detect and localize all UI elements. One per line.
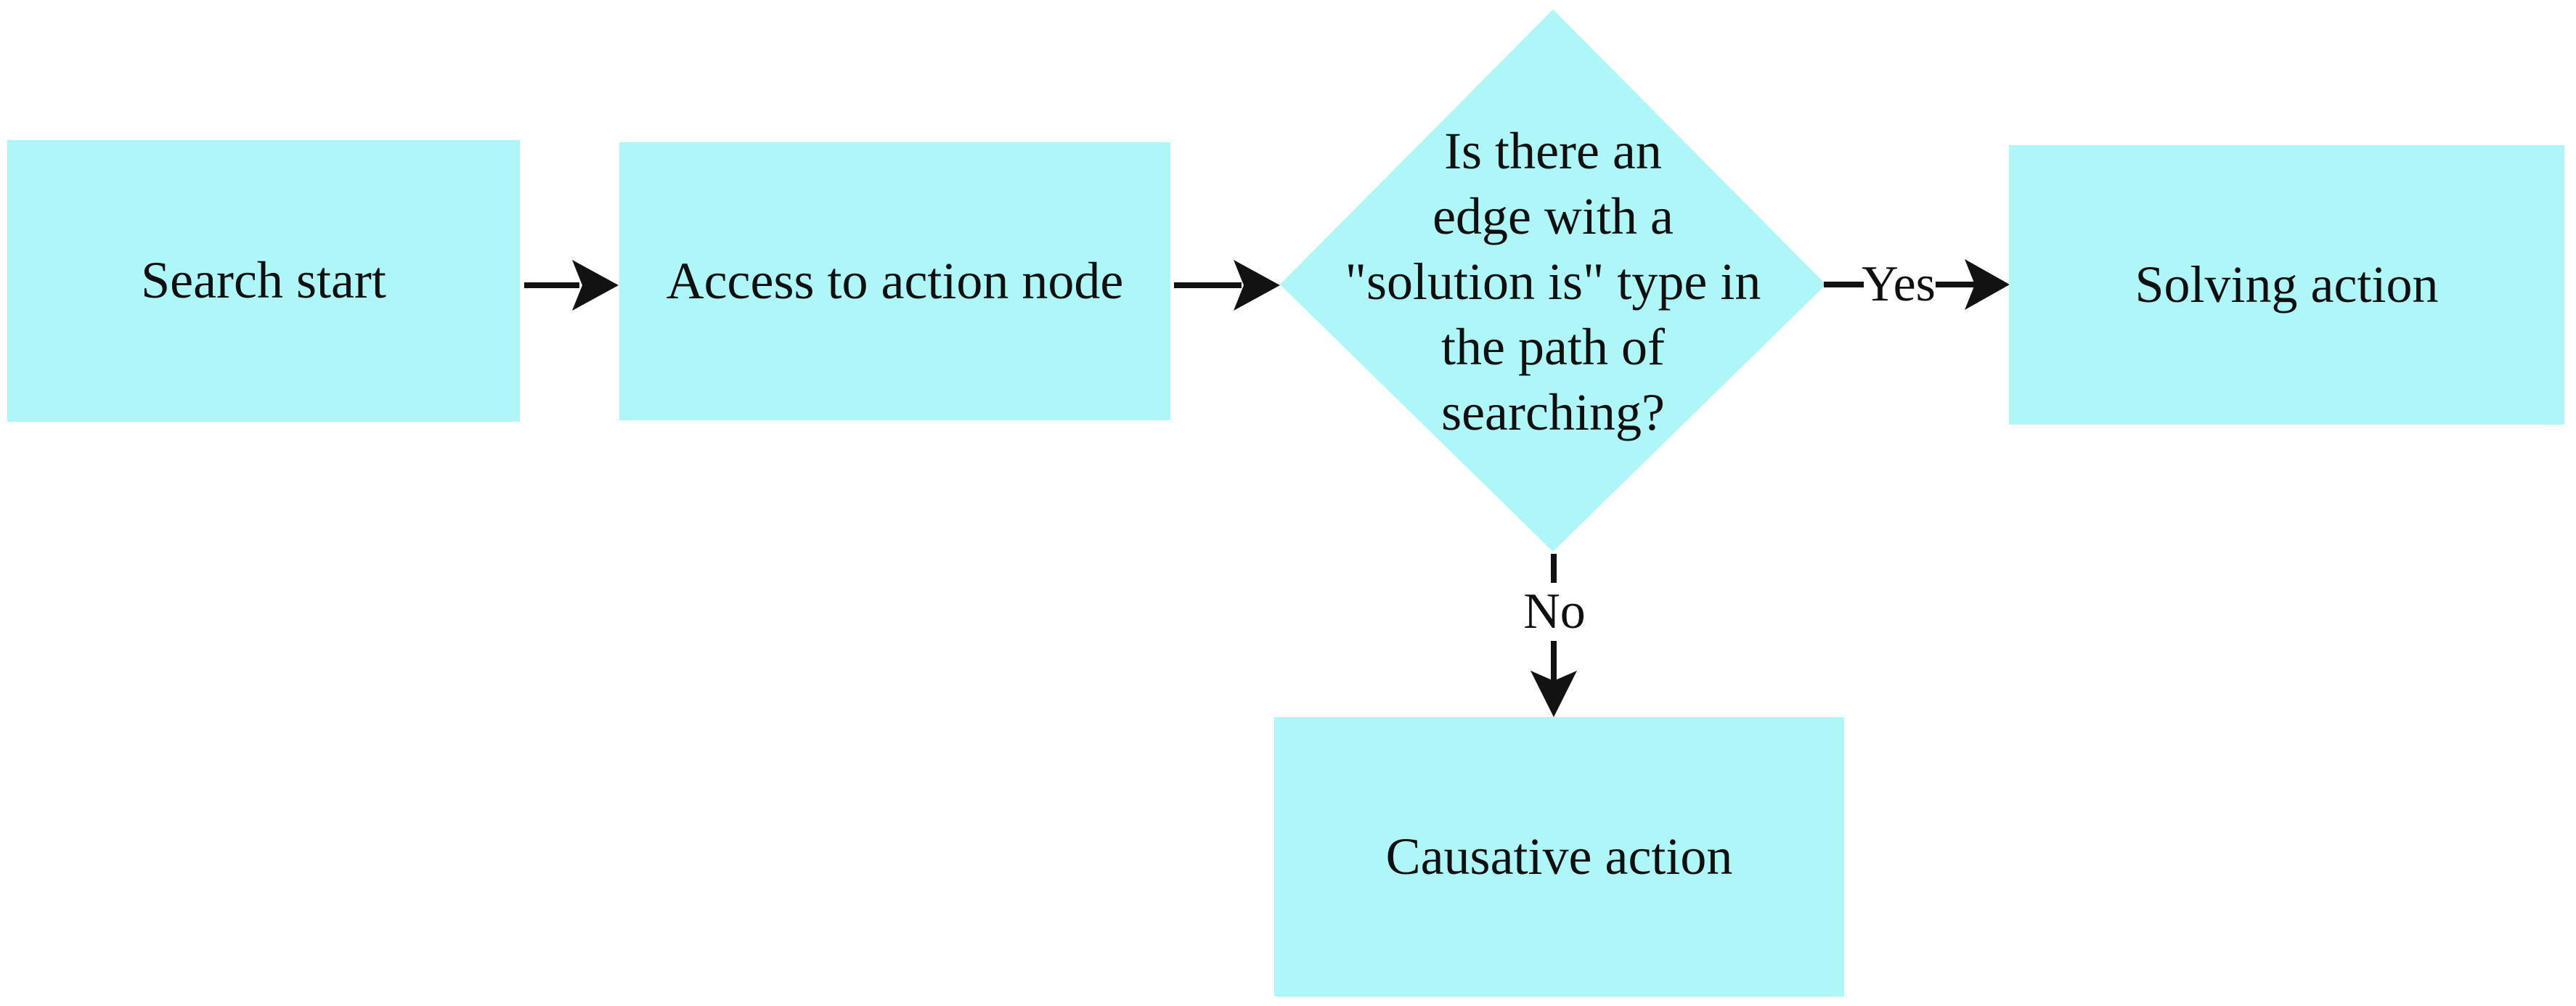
arrow-down-icon xyxy=(1530,671,1577,717)
decision-line-3: "solution is" type in xyxy=(1345,253,1761,311)
decision-line-2: edge with a xyxy=(1432,187,1674,245)
node-search-start: Search start xyxy=(7,140,520,422)
node-solving-action: Solving action xyxy=(2009,145,2564,425)
node-causative-action-label: Causative action xyxy=(1385,827,1733,886)
node-causative-action: Causative action xyxy=(1274,717,1844,997)
arrow-right-icon xyxy=(1234,260,1280,311)
decision-line-1: Is there an xyxy=(1444,122,1662,180)
decision-line-4: the path of xyxy=(1441,318,1665,376)
node-access-to-action-node: Access to action node xyxy=(619,142,1170,420)
node-access-to-action-node-label: Access to action node xyxy=(666,251,1124,310)
connector-decision-to-solving xyxy=(1824,259,2010,310)
arrow-right-icon xyxy=(1965,259,2010,310)
edge-label-no: No xyxy=(1523,584,1586,639)
node-solving-action-label: Solving action xyxy=(2135,255,2439,314)
arrow-right-icon xyxy=(572,260,619,311)
edge-label-yes: Yes xyxy=(1862,256,1936,312)
decision-line-5: searching? xyxy=(1441,383,1665,441)
node-search-start-label: Search start xyxy=(141,251,386,310)
decision-diamond-shape xyxy=(1280,9,1826,552)
connector-search-to-access xyxy=(524,260,619,311)
connector-decision-to-causative xyxy=(1530,554,1577,717)
node-decision-label: Is there an edge with a "solution is" ty… xyxy=(1284,118,1822,445)
connector-access-to-decision xyxy=(1174,260,1280,311)
